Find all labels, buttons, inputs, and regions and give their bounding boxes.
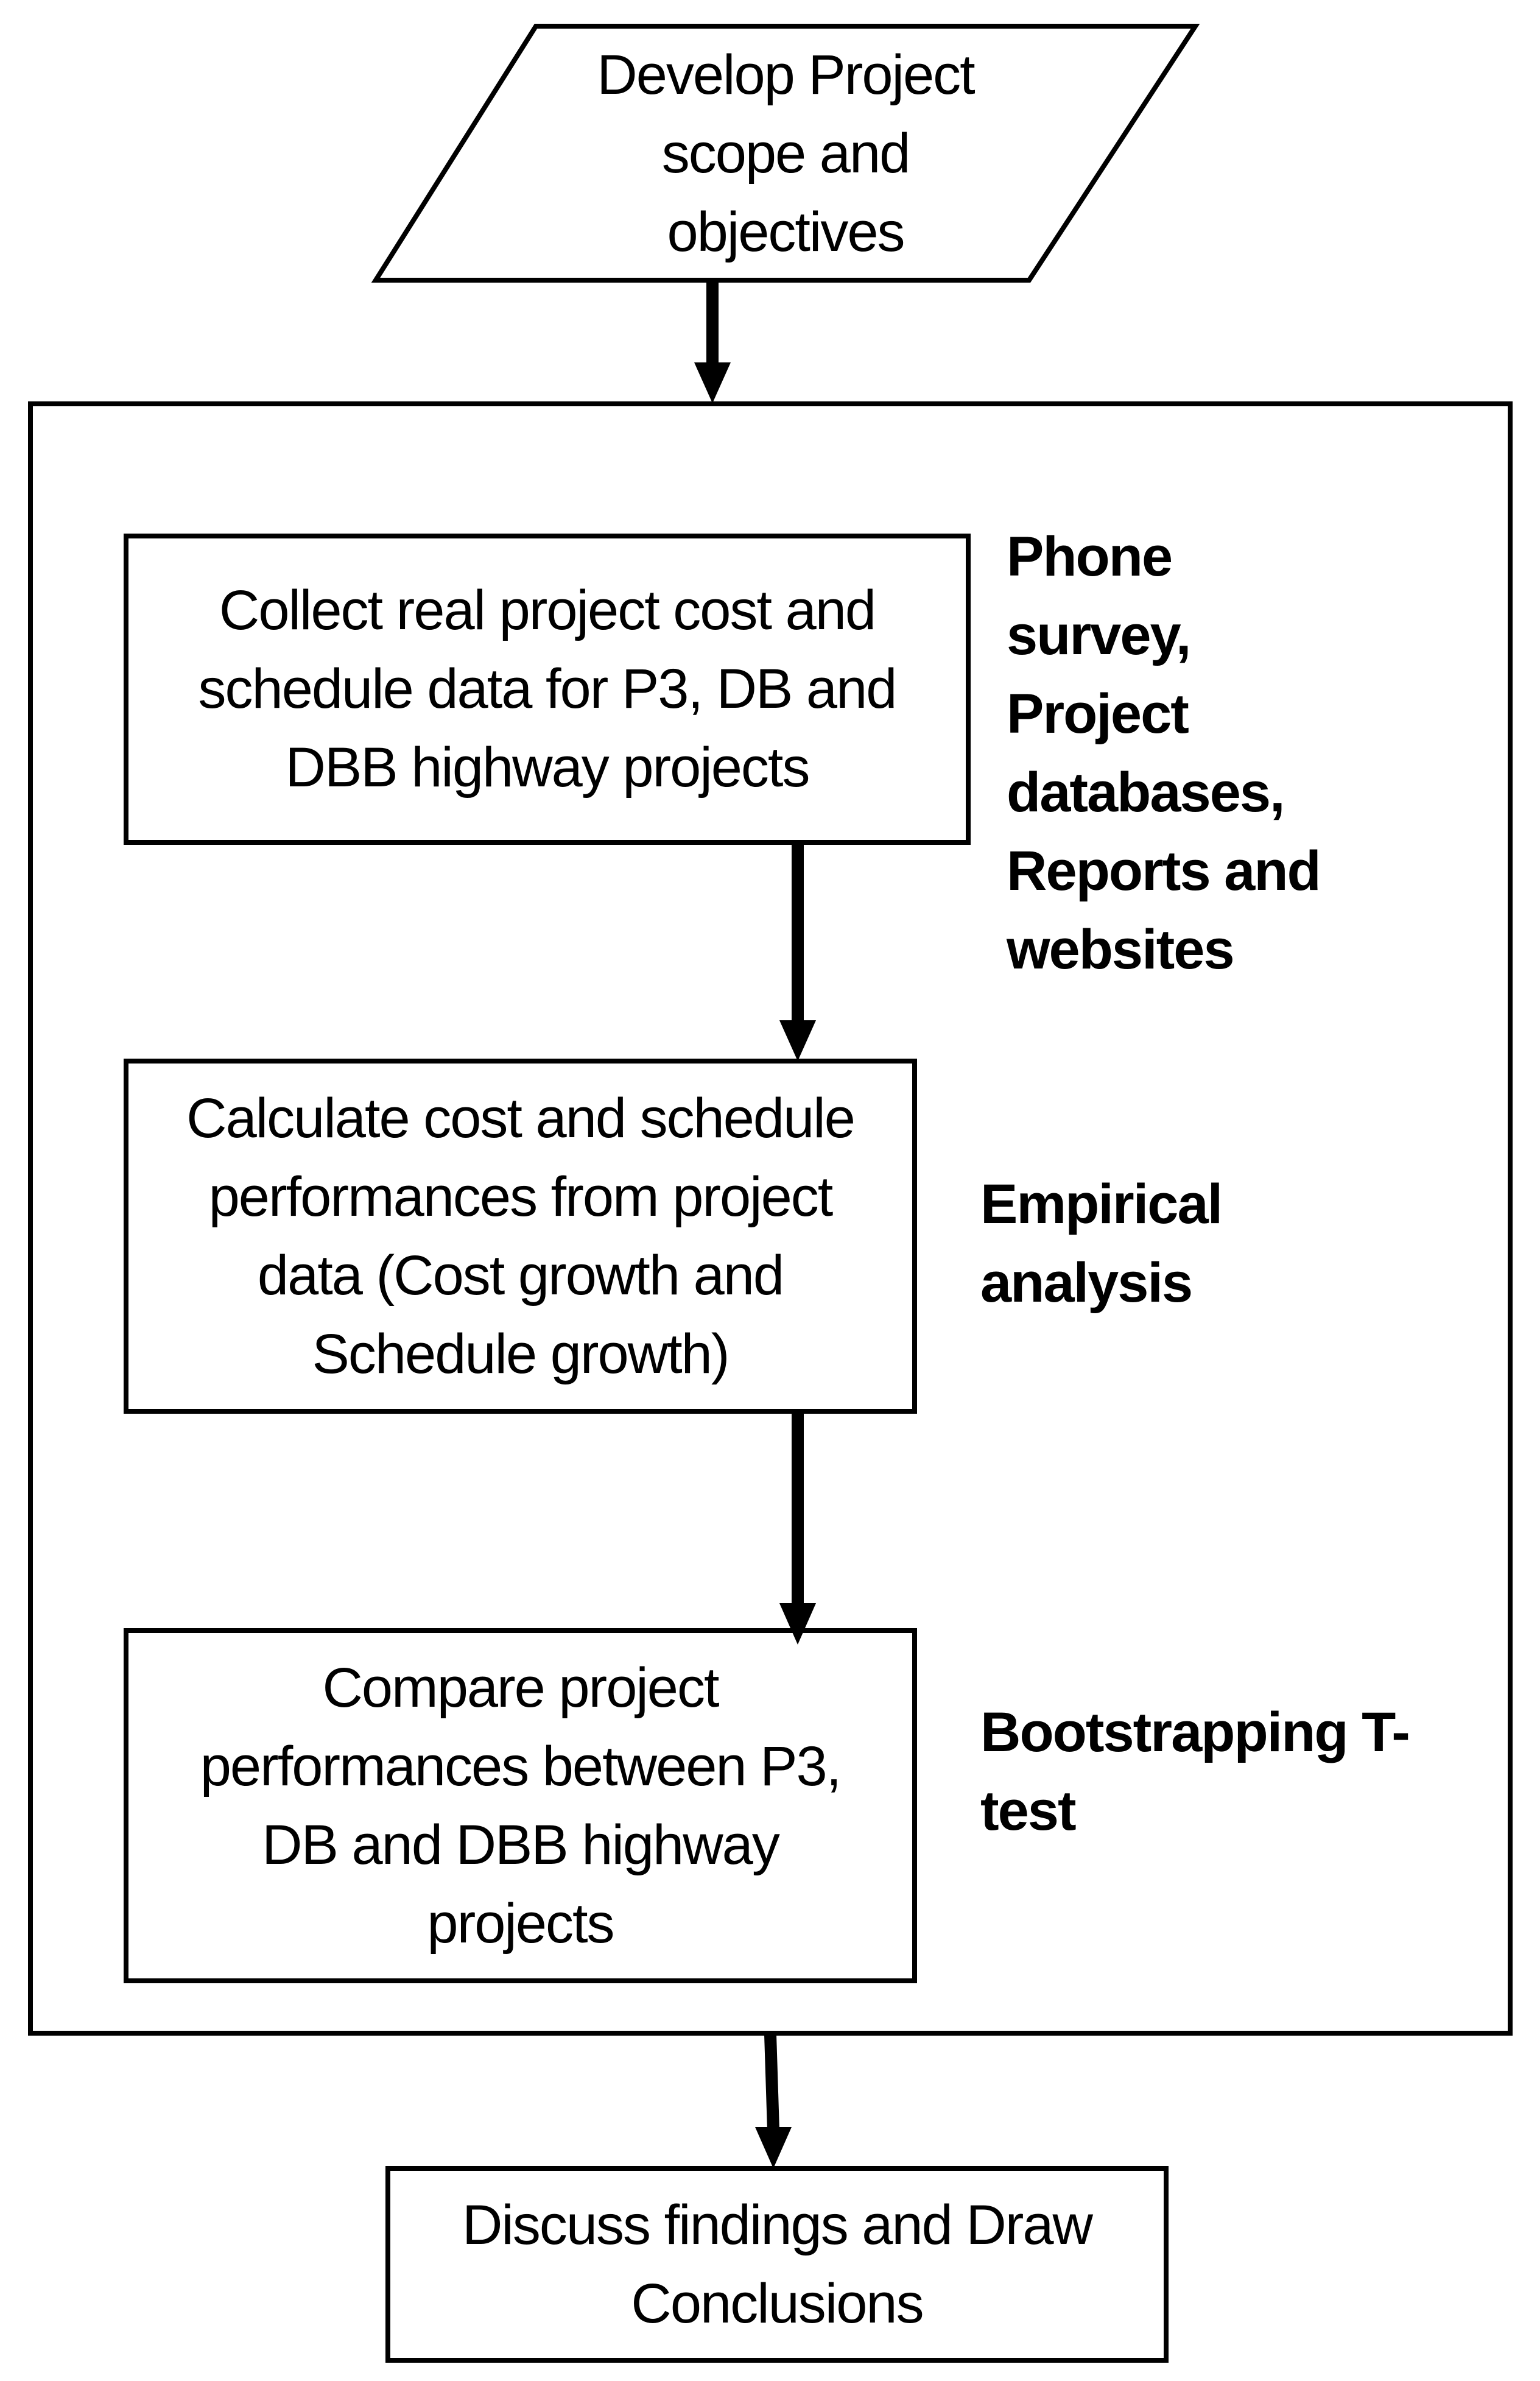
step3-text-line-1: Compare project [322, 1656, 719, 1719]
note-empirical-analysis: Empirical analysis [980, 1165, 1223, 1322]
end-text-line-1: Discuss findings and Draw [462, 2193, 1093, 2256]
note-bootstrapping: Bootstrapping T-test [980, 1693, 1410, 1850]
step3-text-line-3: DB and DBB highway [262, 1813, 780, 1876]
step1-text-line-3: DBB highway projects [285, 736, 810, 799]
step1-box [124, 534, 971, 845]
step3-box [124, 1628, 917, 1983]
start-text-line-1: Develop Project [597, 44, 975, 106]
arrow-step1-to-step2 [779, 841, 816, 1061]
start-parallelogram [371, 24, 1200, 283]
note-data-sources-line-3: Project [1007, 683, 1189, 745]
note-empirical-analysis-line-2: analysis [980, 1252, 1193, 1314]
step2-text-line-1: Calculate cost and schedule [186, 1087, 856, 1149]
start-text-line-2: scope and [661, 122, 911, 185]
note-empirical-analysis-line-1: Empirical [980, 1173, 1223, 1235]
note-data-sources-line-5: Reports and [1007, 840, 1321, 902]
note-data-sources-line-4: databases, [1007, 761, 1285, 824]
step3-text-line-4: projects [427, 1892, 614, 1955]
note-data-sources-line-2: survey, [1007, 604, 1191, 666]
arrow-start-to-container [694, 281, 731, 403]
step2-text-line-3: data (Cost growth and [257, 1244, 784, 1307]
note-bootstrapping-line-2: test [980, 1780, 1077, 1842]
start-text: Develop Project scope and objectives [463, 34, 1108, 274]
end-box [385, 2166, 1169, 2363]
process-container [28, 401, 1513, 2036]
start-text-line-3: objectives [667, 201, 905, 263]
step3-text: Compare project performances between P3, D… [131, 1635, 910, 1976]
step1-text: Collect real project cost and schedule da… [131, 541, 963, 838]
step1-text-line-2: schedule data for P3, DB and [198, 658, 898, 720]
arrow-container-to-end [755, 2034, 792, 2168]
note-bootstrapping-line-1: Bootstrapping T- [980, 1701, 1410, 1763]
note-data-sources-line-1: Phone [1007, 526, 1173, 588]
note-data-sources: Phone survey, Project databases, Reports and… [1007, 518, 1321, 989]
note-data-sources-line-6: websites [1007, 919, 1235, 981]
step3-text-line-2: performances between P3, [200, 1735, 842, 1797]
step2-text: Calculate cost and schedule performances … [131, 1066, 910, 1406]
step2-box [124, 1059, 917, 1414]
step2-text-line-2: performances from project [208, 1165, 834, 1228]
end-text-line-2: Conclusions [631, 2272, 924, 2335]
step2-text-line-4: Schedule growth) [312, 1322, 730, 1385]
arrow-step2-to-step3 [779, 1411, 816, 1645]
step1-text-line-1: Collect real project cost and [219, 579, 876, 641]
